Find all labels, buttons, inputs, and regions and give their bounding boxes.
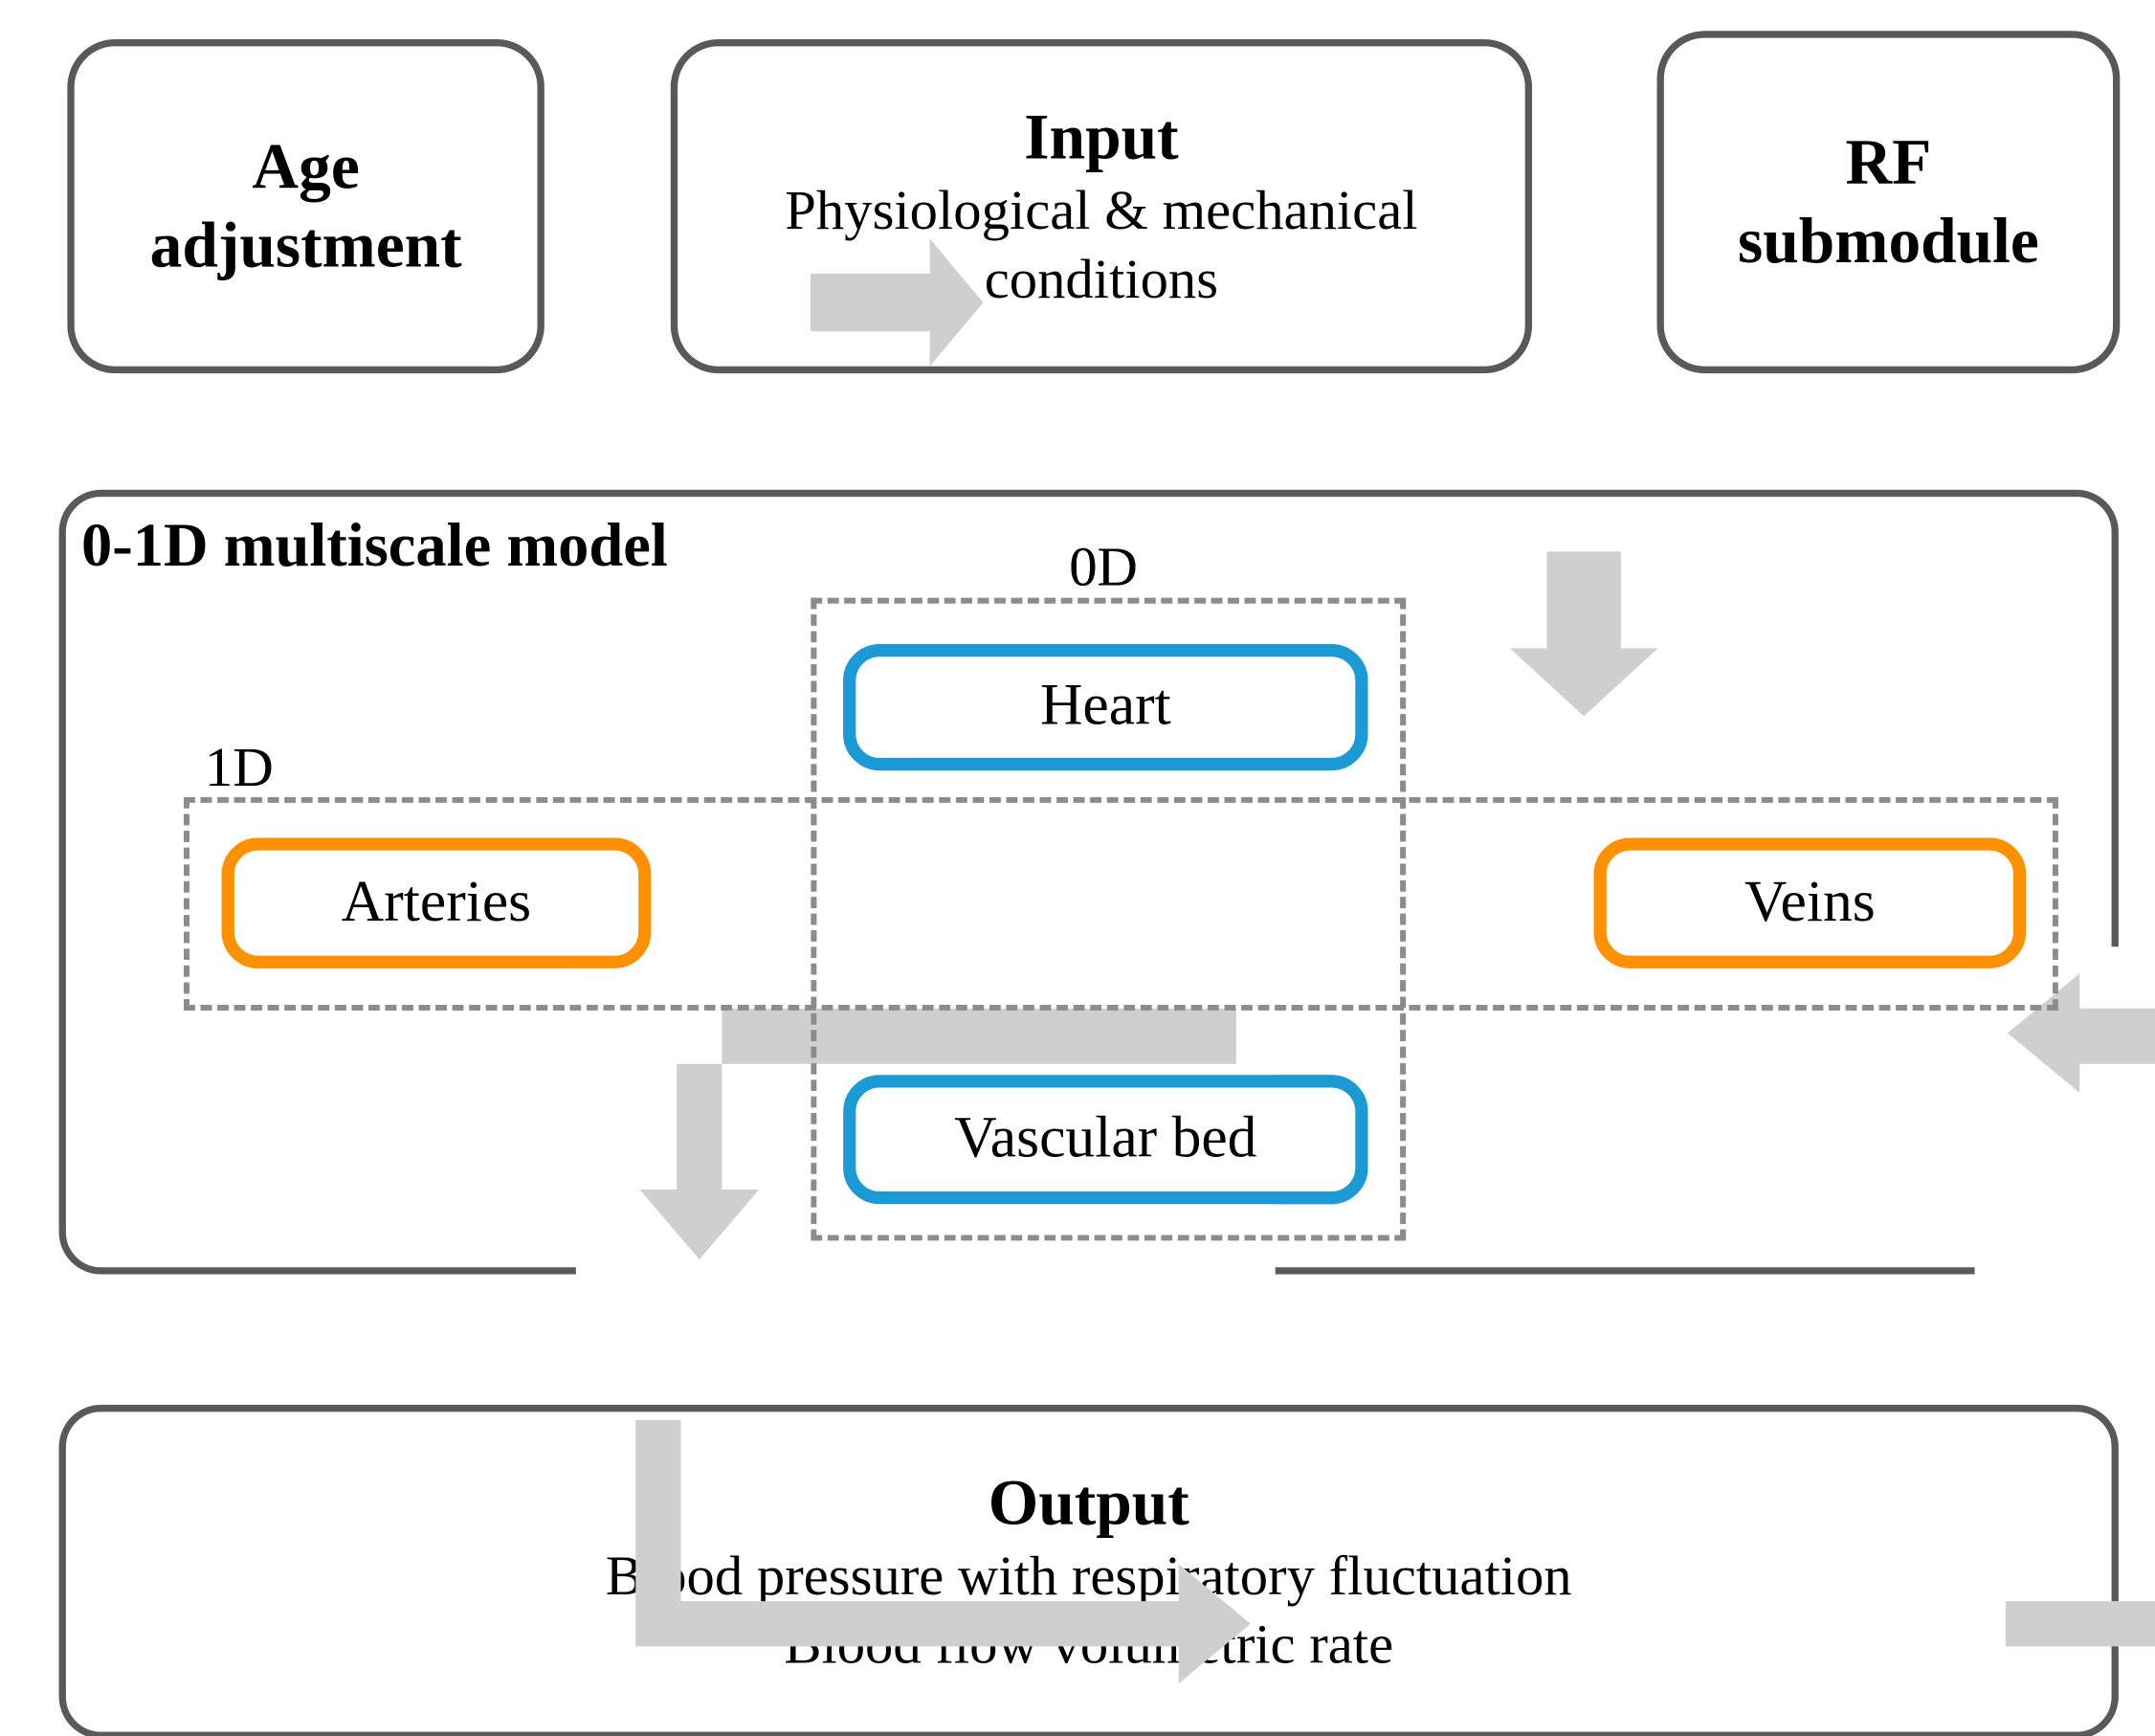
node-input-line2: conditions: [984, 247, 1219, 311]
region-1d-label: 1D: [205, 735, 274, 799]
node-heart-label-overlay: Heart: [1039, 674, 1171, 739]
model-title: 0-1D multiscale model: [81, 510, 668, 580]
node-output-line1: Blood pressure with respiratory fluctuat…: [605, 1544, 1572, 1608]
node-vascular-bed-overlay[interactable]: Vascular bed: [843, 1075, 1368, 1205]
node-age-subtitle: adjustment: [149, 209, 462, 281]
node-veins-overlay[interactable]: Veins: [1593, 837, 2027, 968]
node-input[interactable]: Input Physiological & mechanical conditi…: [670, 39, 1533, 374]
node-output-title: Output: [988, 1466, 1189, 1539]
region-1d-label-overlay: 1D: [205, 735, 274, 799]
node-input-line1: Physiological & mechanical: [785, 178, 1418, 242]
node-output-line2: Blood flow volumetric rate: [784, 1613, 1394, 1677]
node-age-title: Age: [252, 130, 360, 203]
node-arteries-overlay[interactable]: Arteries: [221, 837, 652, 968]
node-output[interactable]: Output Blood pressure with respiratory f…: [58, 1404, 2119, 1736]
region-0d-label-overlay: 0D: [1069, 534, 1138, 598]
node-rf-subtitle: submodule: [1738, 205, 2039, 277]
node-age-adjustment[interactable]: Age adjustment: [67, 39, 544, 374]
node-heart-overlay[interactable]: Heart: [843, 644, 1368, 771]
region-0d-label: 0D: [1069, 534, 1138, 598]
node-rf-submodule[interactable]: RF submodule: [1656, 31, 2121, 374]
node-arteries-label-overlay: Arteries: [341, 870, 532, 935]
node-veins-label-overlay: Veins: [1744, 870, 1876, 935]
node-input-title: Input: [1024, 100, 1179, 173]
node-rf-title: RF: [1845, 125, 1932, 198]
node-vascular-bed-label-overlay: Vascular bed: [954, 1106, 1257, 1171]
